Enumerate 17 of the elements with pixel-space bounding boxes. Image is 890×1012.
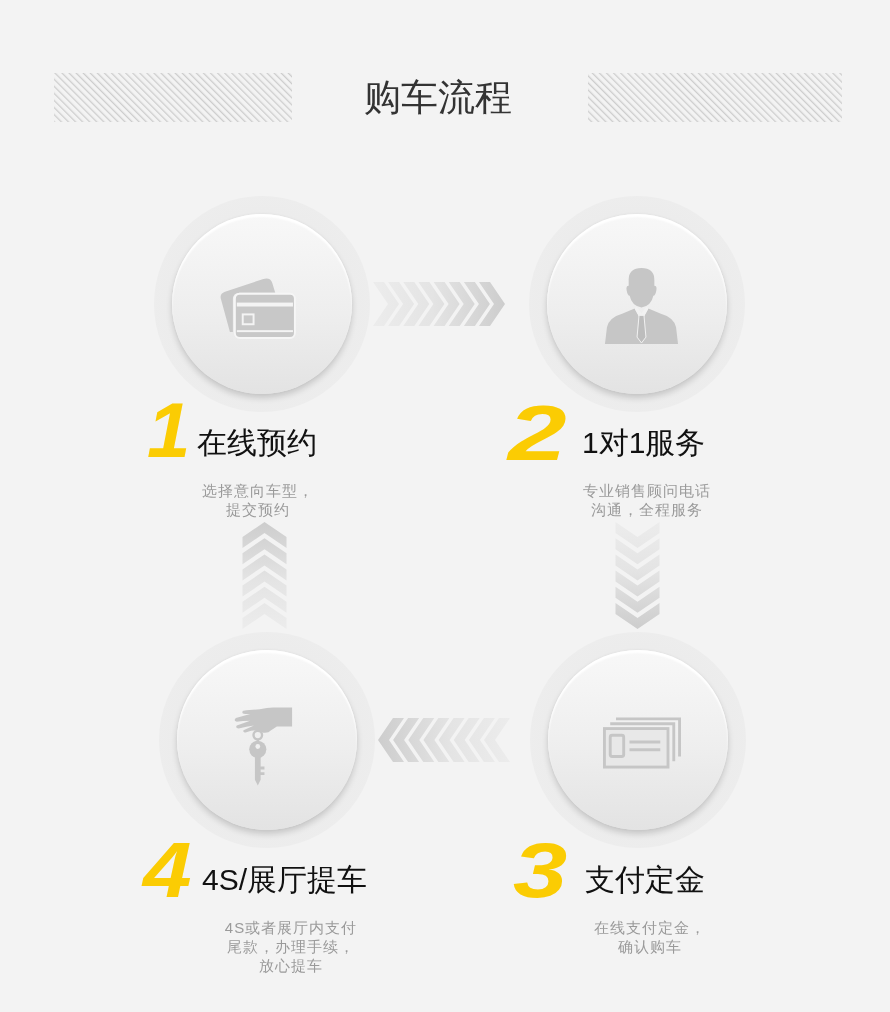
step-description: 4S或者展厅内支付尾款，办理手续，放心提车 — [223, 918, 359, 975]
step-title: 在线预约 — [197, 428, 317, 458]
step-description: 在线支付定金，确认购车 — [593, 918, 707, 956]
diagram-title: 购车流程 — [364, 76, 512, 120]
chevron-arrow — [373, 282, 505, 326]
step-title: 4S/展厅提车 — [202, 865, 368, 895]
step-description: 专业销售顾问电话沟通，全程服务 — [582, 481, 712, 519]
chevron-arrow — [242, 522, 287, 629]
step-title: 支付定金 — [585, 865, 705, 895]
chevron-arrow — [615, 522, 660, 629]
step-description: 选择意向车型，提交预约 — [201, 481, 315, 519]
step-number: 1 — [147, 402, 191, 460]
chevron-arrow — [378, 718, 510, 762]
step-number: 2 — [508, 405, 567, 463]
step-title: 1对1服务 — [582, 428, 706, 458]
step-number: 3 — [513, 842, 568, 900]
step-number: 4 — [143, 842, 192, 900]
